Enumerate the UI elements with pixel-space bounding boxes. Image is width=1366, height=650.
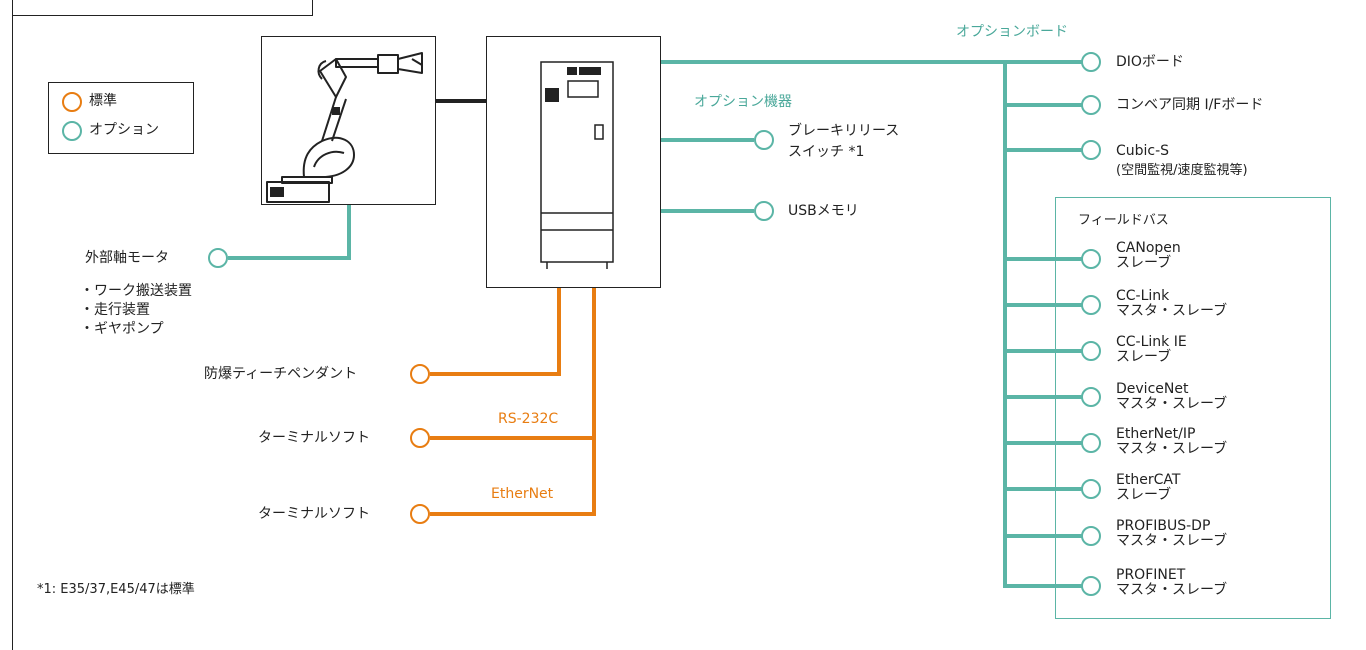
- usb-memory-node: [754, 201, 774, 221]
- legend-option-label: オプション: [89, 122, 159, 138]
- branch-fb-2: [1003, 349, 1083, 353]
- fieldbus-title: フィールドバス: [1078, 213, 1169, 228]
- brake-release-sublabel: スイッチ *1: [788, 144, 865, 160]
- cubic-s-node: [1081, 140, 1101, 160]
- fieldbus-node-ethernet-ip: [1081, 433, 1101, 453]
- branch-fb-7: [1003, 584, 1083, 588]
- pendant-label: 防爆ティーチペンダント: [204, 366, 358, 382]
- fieldbus-item-role: マスタ・スレーブ: [1116, 396, 1228, 412]
- terminal-rs232c-node: [410, 428, 430, 448]
- fieldbus-item-name: CANopen: [1116, 240, 1181, 256]
- external-axis-node: [208, 248, 228, 268]
- terminal-cable-vertical: [592, 288, 596, 516]
- terminal-ethernet-label: ターミナルソフト: [258, 506, 370, 522]
- branch-usb: [661, 209, 754, 213]
- branch-fb-3: [1003, 395, 1083, 399]
- fieldbus-item-role: マスタ・スレーブ: [1116, 441, 1228, 457]
- fieldbus-item-name: CC-Link IE: [1116, 334, 1187, 350]
- fieldbus-item-role: マスタ・スレーブ: [1116, 582, 1228, 598]
- fieldbus-item-name: EtherNet/IP: [1116, 426, 1196, 442]
- pendant-cable-horizontal: [430, 372, 561, 376]
- fieldbus-node-profinet: [1081, 576, 1101, 596]
- conveyor-board-node: [1081, 95, 1101, 115]
- fieldbus-item-name: PROFIBUS-DP: [1116, 518, 1211, 534]
- option-board-vertical: [1003, 60, 1007, 588]
- fieldbus-item-name: CC-Link: [1116, 288, 1170, 304]
- branch-fb-1: [1003, 303, 1083, 307]
- branch-cubic: [1003, 148, 1083, 152]
- fieldbus-item-name: DeviceNet: [1116, 381, 1189, 397]
- robot-controller-cable: [436, 99, 486, 103]
- robot-arm-icon: [266, 52, 423, 203]
- fieldbus-item-role: マスタ・スレーブ: [1116, 303, 1228, 319]
- terminal-rs232c-label: ターミナルソフト: [258, 430, 370, 446]
- conveyor-board-label: コンベア同期 I/Fボード: [1116, 97, 1264, 113]
- brake-release-label: ブレーキリリース: [788, 123, 900, 139]
- legend-standard-label: 標準: [89, 93, 117, 109]
- fieldbus-node-canopen: [1081, 249, 1101, 269]
- dio-board-label: DIOボード: [1116, 54, 1184, 70]
- ethernet-cable: [430, 512, 596, 516]
- rs232c-label: RS-232C: [498, 411, 559, 427]
- external-axis-label: 外部軸モータ: [85, 250, 169, 266]
- branch-conveyor: [1003, 103, 1083, 107]
- cubic-s-label: Cubic-S: [1116, 143, 1170, 159]
- option-board-header: オプションボード: [956, 24, 1068, 40]
- fieldbus-node-cclink-ie: [1081, 341, 1101, 361]
- fieldbus-item-role: スレーブ: [1116, 487, 1172, 503]
- pendant-node: [410, 364, 430, 384]
- legend-option-circle: [62, 121, 82, 141]
- fieldbus-item-name: EtherCAT: [1116, 472, 1181, 488]
- frame-left-border: [12, 0, 13, 650]
- option-devices-header: オプション機器: [694, 94, 792, 110]
- external-axis-item: ・ワーク搬送装置: [80, 283, 192, 299]
- frame-top-tab: [12, 15, 312, 16]
- branch-fb-6: [1003, 534, 1083, 538]
- pendant-cable-vertical: [557, 288, 561, 376]
- cubic-s-sublabel: (空間監視/速度監視等): [1116, 163, 1248, 178]
- branch-fb-5: [1003, 487, 1083, 491]
- ethernet-label: EtherNet: [491, 486, 554, 502]
- fieldbus-item-role: スレーブ: [1116, 255, 1172, 271]
- controller-box: [486, 36, 661, 288]
- footnote: *1: E35/37,E45/47は標準: [37, 582, 195, 597]
- terminal-ethernet-node: [410, 504, 430, 524]
- fieldbus-node-cclink: [1081, 295, 1101, 315]
- fieldbus-node-ethercat: [1081, 479, 1101, 499]
- external-axis-item: ・走行装置: [80, 302, 150, 318]
- fieldbus-node-profibus: [1081, 526, 1101, 546]
- fieldbus-box: [1055, 197, 1331, 619]
- branch-fb-0: [1003, 257, 1083, 261]
- fieldbus-item-name: PROFINET: [1116, 567, 1186, 583]
- option-board-trunk: [661, 60, 1083, 64]
- brake-release-node: [754, 130, 774, 150]
- external-axis-horizontal: [228, 256, 351, 260]
- legend-standard-circle: [62, 92, 82, 112]
- fieldbus-item-role: マスタ・スレーブ: [1116, 533, 1228, 549]
- branch-brake: [661, 138, 754, 142]
- fieldbus-node-devicenet: [1081, 387, 1101, 407]
- dio-board-node: [1081, 52, 1101, 72]
- fieldbus-item-role: スレーブ: [1116, 349, 1172, 365]
- branch-fb-4: [1003, 441, 1083, 445]
- usb-memory-label: USBメモリ: [788, 203, 859, 219]
- external-axis-vertical: [347, 205, 351, 260]
- external-axis-item: ・ギヤポンプ: [80, 321, 164, 337]
- controller-cabinet-icon: [540, 61, 614, 269]
- frame-top-tab-corner: [312, 0, 313, 16]
- rs232c-cable: [430, 436, 596, 440]
